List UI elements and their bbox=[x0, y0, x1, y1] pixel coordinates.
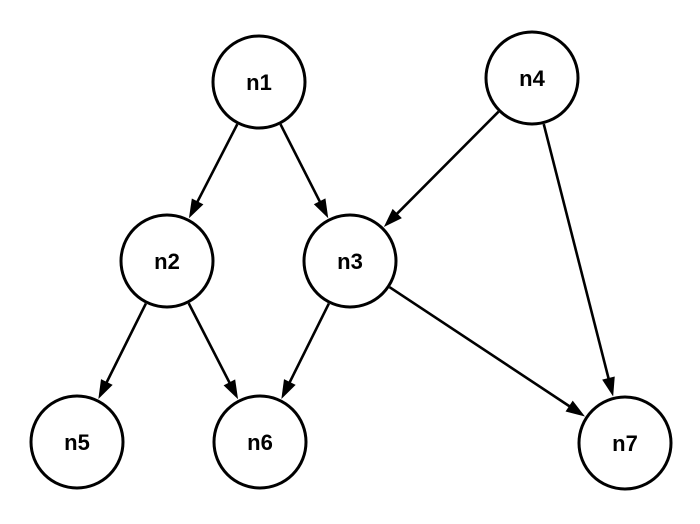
graph-node-label-n5: n5 bbox=[64, 430, 90, 455]
graph-node-label-n7: n7 bbox=[612, 431, 638, 456]
edge-n3-n6 bbox=[286, 302, 331, 387]
arrowhead-n2-n5 bbox=[98, 379, 113, 400]
graph-node-label-n3: n3 bbox=[337, 249, 363, 274]
edge-n1-n2 bbox=[194, 123, 239, 206]
arrowhead-n4-n7 bbox=[602, 376, 615, 397]
edge-n4-n7 bbox=[542, 123, 611, 383]
graph-node-n3 bbox=[302, 213, 398, 309]
edge-n3-n7 bbox=[388, 286, 574, 410]
arrowhead-n3-n6 bbox=[281, 379, 296, 400]
graph-node-label-n4: n4 bbox=[519, 66, 545, 91]
arrowhead-n3-n7 bbox=[565, 400, 585, 417]
graph-node-n7 bbox=[577, 395, 673, 491]
graph-node-label-n2: n2 bbox=[154, 249, 180, 274]
graph-node-n5 bbox=[29, 394, 125, 490]
arrowhead-n4-n3 bbox=[383, 208, 402, 227]
graph-node-n4 bbox=[484, 30, 580, 126]
arrowhead-n1-n3 bbox=[313, 198, 329, 219]
arrowhead-n2-n6 bbox=[223, 379, 239, 400]
graph-node-label-n6: n6 bbox=[247, 430, 273, 455]
edge-n4-n3 bbox=[393, 110, 500, 218]
graph-node-n2 bbox=[119, 213, 215, 309]
graph-node-label-n1: n1 bbox=[246, 70, 272, 95]
arrowhead-n1-n2 bbox=[188, 198, 204, 219]
edge-n2-n6 bbox=[187, 302, 233, 387]
graph-node-n1 bbox=[211, 34, 307, 130]
edge-n1-n3 bbox=[279, 123, 323, 206]
graph-node-n6 bbox=[212, 394, 308, 490]
edge-n2-n5 bbox=[103, 302, 148, 387]
